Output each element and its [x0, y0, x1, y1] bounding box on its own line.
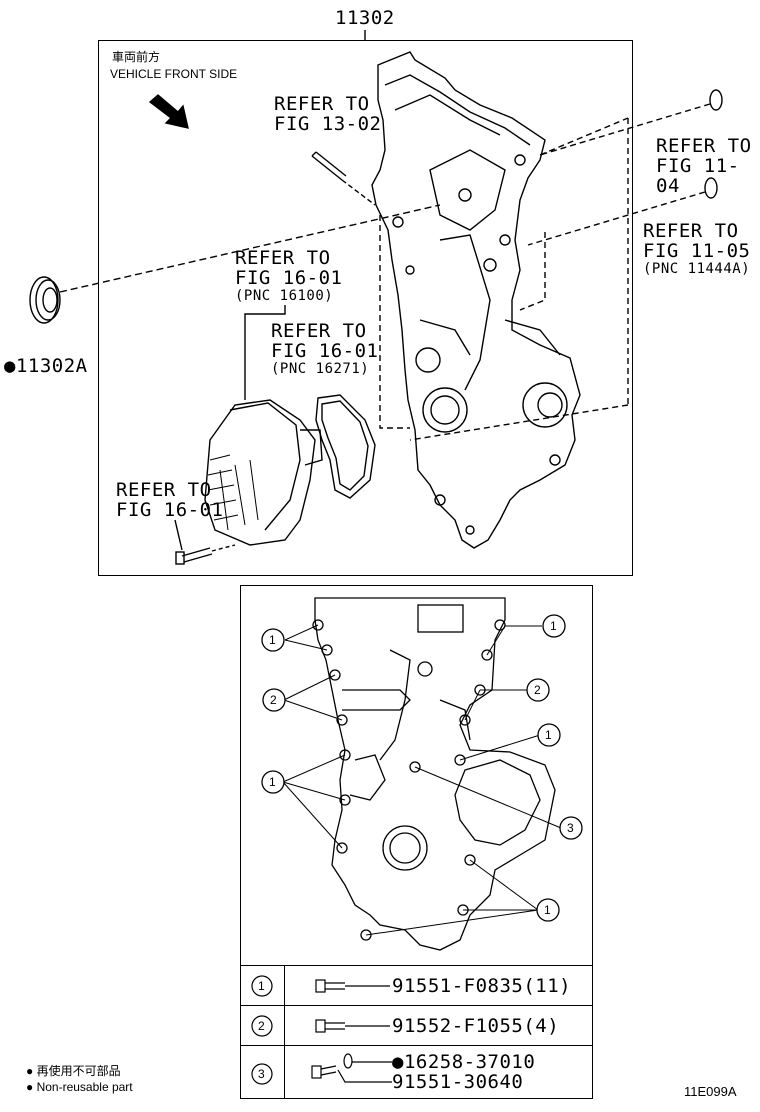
refer-line2: FIG 16-01 — [271, 340, 379, 362]
refer-line1: REFER TO — [274, 93, 370, 115]
main-diagram-frame — [98, 40, 633, 576]
callout-number: 1 — [545, 728, 552, 742]
vehicle-front-label-en: VEHICLE FRONT SIDE — [110, 67, 238, 81]
callout-number: 1 — [269, 633, 276, 647]
refer-label-fig-11-04: REFER TO FIG 11-04 — [656, 136, 760, 196]
vehicle-front-label-jp: 車両前方 — [112, 50, 161, 64]
refer-label-fig-11-05: REFER TO FIG 11-05 (PNC 11444A) — [643, 221, 750, 277]
legend-part-3b: 91551-30640 — [392, 1071, 524, 1093]
timing-cover-body — [371, 51, 581, 549]
bolt-icon-3 — [311, 1065, 337, 1079]
vehicle-front-arrow — [148, 94, 189, 129]
refer-line2: FIG 11-04 — [656, 155, 740, 197]
legend-part-1: 91551-F0835(11) — [392, 975, 572, 997]
legend-num: 3 — [258, 1067, 265, 1081]
refer-line1: REFER TO — [271, 320, 367, 342]
refer-line2: FIG 13-02 — [274, 113, 382, 135]
oil-seal — [29, 276, 61, 324]
refer-line2: FIG 16-01 — [116, 499, 224, 521]
refer-label-fig-16-01-gasket: REFER TO FIG 16-01 (PNC 16271) — [271, 321, 378, 377]
refer-pnc: (PNC 11444A) — [643, 261, 751, 277]
washer-icon — [343, 1053, 353, 1069]
figure-code: 11E099A — [684, 1084, 737, 1099]
refer-line2: FIG 16-01 — [235, 267, 343, 289]
refer-pnc: (PNC 16271) — [271, 361, 370, 377]
bolt-location-drawing — [261, 597, 583, 951]
o-ring-upper — [709, 89, 723, 111]
refer-label-fig-16-01-bolt: REFER TO FIG 16-01 — [116, 480, 223, 520]
callout-number: 2 — [270, 693, 277, 707]
bolt-icon-2 — [315, 1019, 345, 1033]
callout-number: 1 — [544, 903, 551, 917]
pump-bolt — [175, 547, 213, 565]
legend-num: 1 — [258, 979, 265, 993]
note-non-reusable-en: ● Non-reusable part — [26, 1080, 133, 1094]
bolt-legend-table — [240, 965, 593, 1099]
refer-pnc: (PNC 16100) — [235, 288, 334, 304]
note-non-reusable-jp: ● 再使用不可部品 — [26, 1064, 121, 1078]
o-ring-lower — [704, 177, 718, 199]
top-part-number: 11302 — [335, 7, 395, 29]
seal-part-number: ●11302A — [4, 355, 88, 377]
water-pump — [204, 399, 323, 546]
refer-label-fig-13-02: REFER TO FIG 13-02 — [274, 94, 381, 134]
legend-num: 2 — [258, 1019, 265, 1033]
callout-number: 2 — [534, 683, 541, 697]
bolt-icon-1 — [315, 979, 345, 993]
refer-label-fig-16-01-pump: REFER TO FIG 16-01 (PNC 16100) — [235, 248, 342, 304]
callout-number: 1 — [550, 619, 557, 633]
bolt-location-frame — [240, 585, 593, 1099]
refer-line1: REFER TO — [656, 135, 752, 157]
refer-line1: REFER TO — [643, 220, 739, 242]
refer-line1: REFER TO — [116, 479, 212, 501]
legend-part-2: 91552-F1055(4) — [392, 1015, 560, 1037]
stud-bolt — [311, 151, 347, 181]
legend-part-3a: ●16258-37010 — [392, 1051, 536, 1073]
water-pump-gasket — [315, 394, 376, 499]
callout-number: 1 — [269, 775, 276, 789]
callout-number: 3 — [567, 821, 574, 835]
refer-line1: REFER TO — [235, 247, 331, 269]
refer-line2: FIG 11-05 — [643, 240, 751, 262]
timing-cover-exploded-drawing — [29, 30, 723, 565]
